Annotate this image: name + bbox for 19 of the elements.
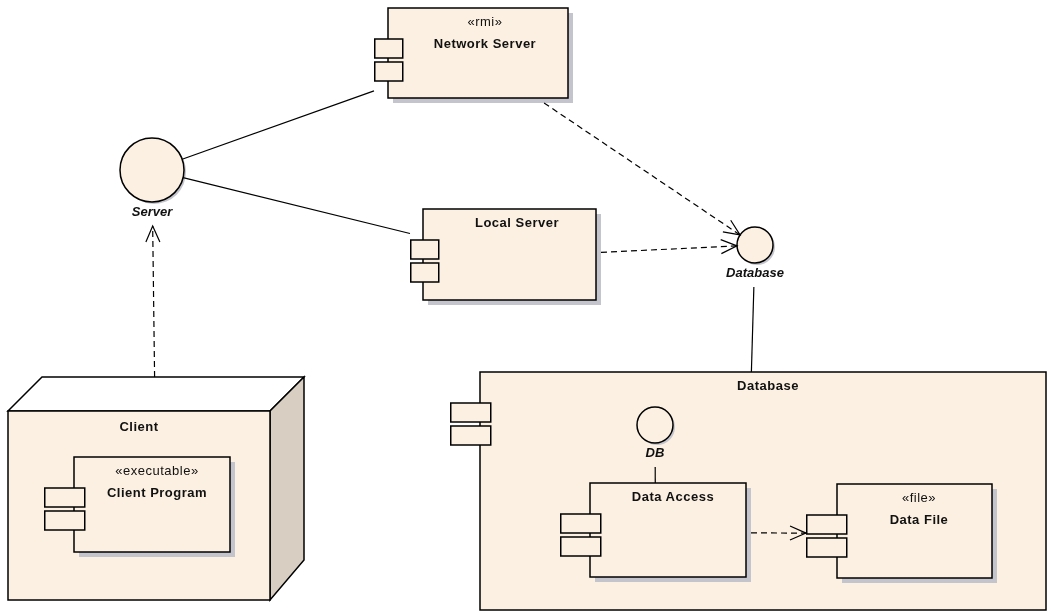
interface-label: Server — [130, 204, 174, 220]
dependency-arrow — [600, 239, 738, 255]
dependency-arrow — [750, 525, 807, 541]
component-name: Client Program — [105, 485, 209, 501]
dependency-arrow — [543, 102, 741, 236]
stereotype-label: «rmi» — [466, 14, 504, 30]
component-name: Local Server — [473, 215, 560, 231]
connector-line — [654, 466, 656, 484]
connector-line — [750, 286, 755, 373]
component-name: Network Server — [432, 36, 538, 52]
component-name: Data Access — [630, 489, 716, 505]
dependency-arrow — [145, 225, 161, 378]
stereotype-label: «executable» — [114, 463, 200, 479]
node-title: Client — [118, 419, 160, 435]
stereotype-label: «file» — [900, 490, 938, 506]
component-name: Data File — [888, 512, 950, 528]
interface-label: Database — [725, 265, 785, 281]
interface-label: DB — [644, 445, 666, 461]
component-name: Database — [736, 378, 800, 394]
